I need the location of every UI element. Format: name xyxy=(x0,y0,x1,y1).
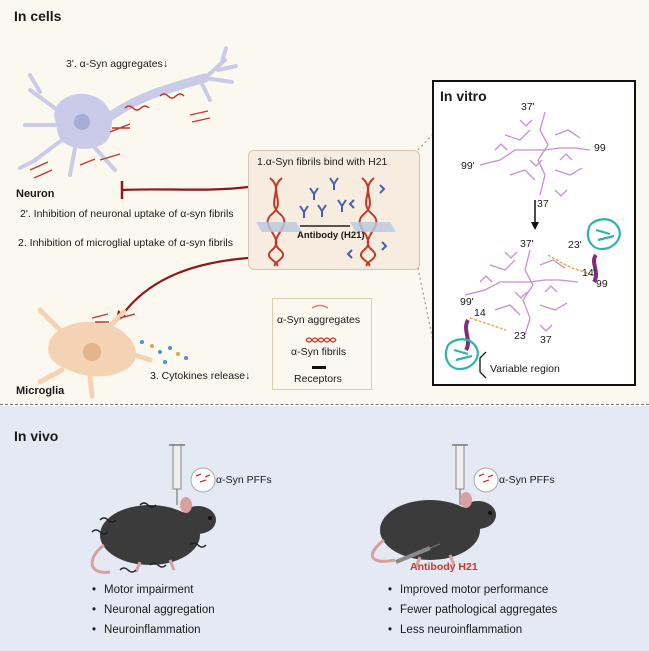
left-effects-list: Motor impairment Neuronal aggregation Ne… xyxy=(92,580,215,640)
fibril-binding-illustration xyxy=(256,177,396,267)
cytokines-label: 3. Cytokines release↓ xyxy=(150,370,251,382)
vitro-label-b-14a: 14' xyxy=(582,267,596,279)
syringe-icon-left xyxy=(169,444,185,505)
syringe-icon-antibody xyxy=(395,543,441,564)
syringe-icon-right xyxy=(452,444,468,505)
section-divider xyxy=(0,404,649,405)
inhibition-neuronal-label: 2'. Inhibition of neuronal uptake of α-s… xyxy=(20,208,234,220)
vitro-label-b-99: 99 xyxy=(596,278,608,290)
legend-receptors-label: Receptors xyxy=(294,373,342,385)
peptide-structures xyxy=(444,111,621,379)
vitro-label-b-14: 14 xyxy=(474,307,486,319)
vitro-label-b-37a: 37' xyxy=(520,238,534,250)
vitro-label-b-23a: 23' xyxy=(568,239,582,251)
receptor-legend-icon xyxy=(312,366,326,369)
legend-icons xyxy=(305,304,337,369)
inhibition-microglial-label: 2. Inhibition of microglial uptake of α-… xyxy=(18,237,233,249)
neuron-label: Neuron xyxy=(16,188,55,200)
antibody-h21-label: Antibody (H21) xyxy=(297,230,365,241)
variable-region-label: Variable region xyxy=(490,363,560,375)
list-item: Neuronal aggregation xyxy=(92,600,215,620)
mouse-icon-left xyxy=(90,497,216,574)
list-item: Less neuroinflammation xyxy=(388,620,557,640)
fibril-legend-icon xyxy=(305,337,337,343)
in-vitro-title: In vitro xyxy=(440,88,487,104)
pff-vial-icon-left xyxy=(190,467,216,493)
aggregate-legend-icon xyxy=(311,304,329,309)
in-vivo-title: In vivo xyxy=(14,428,59,444)
vitro-label-b-37: 37 xyxy=(540,334,552,346)
vitro-label-top-99: 99 xyxy=(594,142,606,154)
vitro-label-b-99a: 99' xyxy=(460,296,474,308)
list-item: Motor impairment xyxy=(92,580,215,600)
list-item: Fewer pathological aggregates xyxy=(388,600,557,620)
mouse-icon-right xyxy=(371,492,496,568)
list-item: Improved motor performance xyxy=(388,580,557,600)
pff-left-label: α-Syn PFFs xyxy=(216,474,272,486)
legend-box xyxy=(272,298,372,390)
antibody-protein-icon xyxy=(444,218,621,371)
vitro-label-top-37: 37 xyxy=(537,198,549,210)
aggregates-down-label: 3'. α-Syn aggregates↓ xyxy=(66,58,169,70)
microglia-label: Microglia xyxy=(16,385,65,397)
right-effects-list: Improved motor performance Fewer patholo… xyxy=(388,580,557,640)
in-cells-title: In cells xyxy=(14,8,62,24)
vitro-label-top-99a: 99' xyxy=(461,160,475,172)
neuron-illustration xyxy=(18,46,466,399)
vitro-label-top-37a: 37' xyxy=(521,101,535,113)
vitro-label-b-23: 23 xyxy=(514,330,526,342)
pff-vial-icon-right xyxy=(473,467,499,493)
fibril-binding-title: 1.α-Syn fibrils bind with H21 xyxy=(257,156,388,168)
legend-aggregates-label: α-Syn aggregates xyxy=(277,314,361,326)
antibody-h21-vivo-label: Antibody H21 xyxy=(410,561,478,573)
list-item: Neuroinflammation xyxy=(92,620,215,640)
pff-right-label: α-Syn PFFs xyxy=(499,474,555,486)
legend-fibrils-label: α-Syn fibrils xyxy=(291,346,347,358)
